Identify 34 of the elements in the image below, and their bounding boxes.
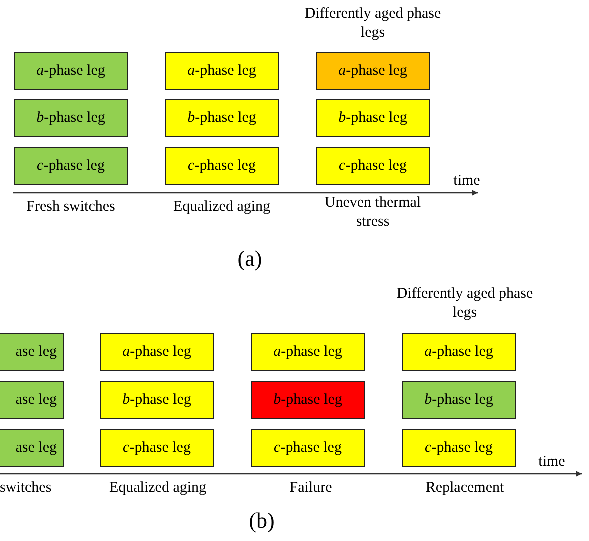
phase-leg-box: c-phase leg bbox=[165, 147, 279, 185]
phase-leg-box: c-phase leg bbox=[14, 147, 128, 185]
phase-leg-box: c-phase leg bbox=[316, 147, 430, 185]
phase-leg-box: b-phase leg bbox=[251, 381, 365, 419]
phase-leg-box: a-phase leg bbox=[316, 52, 430, 90]
axis-label: time bbox=[452, 172, 482, 191]
phase-leg-box: a-phase leg bbox=[100, 333, 214, 371]
stage-label: Fresh switches bbox=[26, 198, 116, 217]
stage-label: Equalized aging bbox=[108, 479, 208, 498]
phase-leg-box: c-phase leg bbox=[402, 429, 516, 467]
phase-leg-box: b-phase leg bbox=[14, 99, 128, 137]
heading: Differently aged phase legs bbox=[396, 285, 534, 323]
phase-leg-box: b-phase leg bbox=[100, 381, 214, 419]
phase-leg-box: b-phase leg bbox=[402, 381, 516, 419]
stage-label: Equalized aging bbox=[172, 198, 272, 217]
phase-leg-box: b-phase leg bbox=[316, 99, 430, 137]
phase-leg-box: b-phase leg bbox=[165, 99, 279, 137]
stage-label: Replacement bbox=[424, 479, 506, 498]
phase-leg-box: ase leg bbox=[0, 333, 64, 371]
phase-leg-box: ase leg bbox=[0, 429, 64, 467]
heading: Differently aged phase legs bbox=[304, 5, 442, 43]
phase-leg-box: a-phase leg bbox=[165, 52, 279, 90]
axis-label: time bbox=[538, 453, 566, 472]
phase-leg-box: a-phase leg bbox=[251, 333, 365, 371]
subfigure-label: (b) bbox=[248, 508, 276, 534]
stage-label: Uneven thermal stress bbox=[324, 194, 422, 232]
phase-leg-box: ase leg bbox=[0, 381, 64, 419]
stage-label: switches bbox=[0, 479, 52, 498]
subfigure-label: (a) bbox=[236, 246, 264, 272]
phase-leg-box: c-phase leg bbox=[100, 429, 214, 467]
phase-leg-box: c-phase leg bbox=[251, 429, 365, 467]
stage-label: Failure bbox=[288, 479, 334, 498]
phase-leg-box: a-phase leg bbox=[402, 333, 516, 371]
phase-leg-box: a-phase leg bbox=[14, 52, 128, 90]
